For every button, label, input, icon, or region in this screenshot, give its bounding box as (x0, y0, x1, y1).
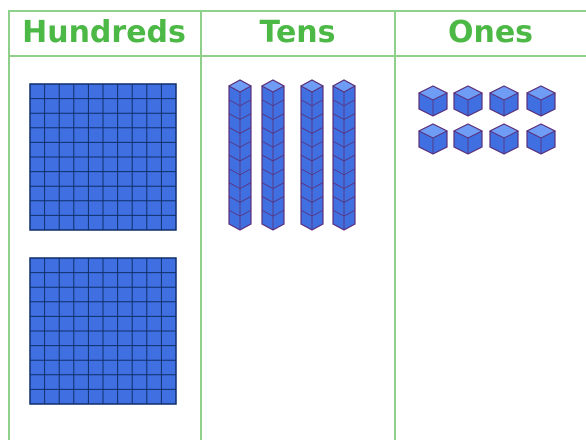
one-cube (490, 86, 518, 116)
one-cube (419, 124, 447, 154)
ten-rod (229, 80, 251, 230)
one-cube (419, 86, 447, 116)
one-cube (454, 124, 482, 154)
hundred-flat (30, 258, 176, 404)
hundred-flat (30, 84, 176, 230)
one-cube (490, 124, 518, 154)
ten-rod (333, 80, 355, 230)
one-cube (454, 86, 482, 116)
one-cube (527, 124, 555, 154)
ten-rod (301, 80, 323, 230)
ten-rod (262, 80, 284, 230)
one-cube (527, 86, 555, 116)
